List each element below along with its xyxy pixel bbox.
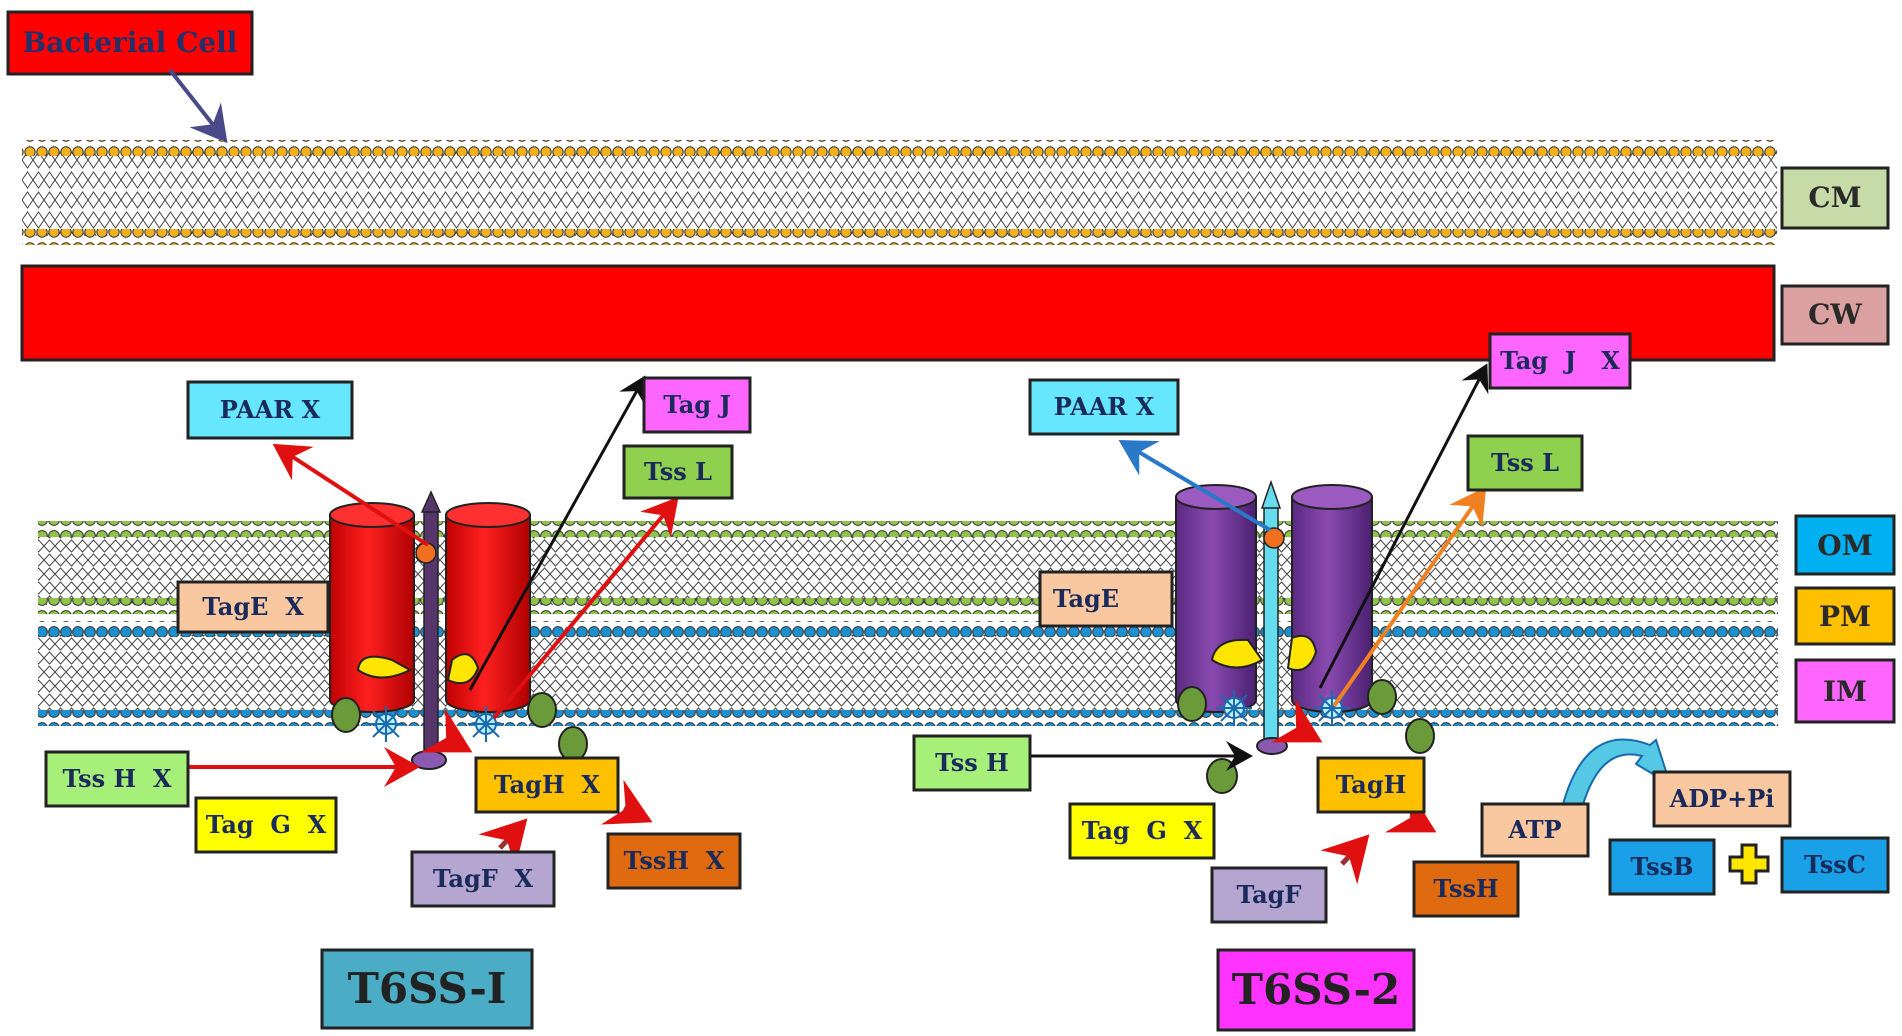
t6ss2-tage-label: TagE: [1038, 570, 1174, 628]
t6ss1-tssh-left-label: Tss H X: [44, 750, 190, 808]
bacterial-cell-text: Bacterial Cell: [23, 26, 238, 59]
svg-text:PM: PM: [1819, 600, 1871, 633]
t6ss2-left-cylinder: [1175, 496, 1257, 713]
cell-wall: [20, 264, 1776, 362]
t6ss1-arrow-tagj: [468, 375, 646, 691]
bacterial-cell-label: Bacterial Cell: [6, 10, 254, 76]
t6ss2-apparatus: [1175, 479, 1435, 794]
svg-text:TssH X: TssH X: [624, 846, 725, 875]
svg-text:TssC: TssC: [1804, 850, 1866, 879]
t6ss2-tagj-label: Tag J X: [1488, 332, 1632, 390]
svg-text:ATP: ATP: [1507, 815, 1561, 844]
t6ss1-arrow-tagf: [478, 818, 528, 869]
t6ss1-tagh-label: TagH X: [474, 756, 620, 814]
t6ss1-paar-label: PAAR X: [186, 380, 354, 440]
t6ss1-arrow-tssl: [492, 496, 679, 720]
t6ss2-tssc-label: TssC: [1780, 836, 1890, 894]
t6ss2-tssh-right-label: TssH: [1412, 860, 1520, 918]
t6ss2-title-label: T6SS-2: [1216, 948, 1416, 1032]
svg-text:Tag G X: Tag G X: [1082, 816, 1203, 845]
svg-text:TagE X: TagE X: [202, 592, 304, 621]
im-label: IM: [1794, 658, 1896, 724]
svg-text:T6SS-I: T6SS-I: [348, 964, 507, 1013]
t6ss2-arrow-paar: [1118, 439, 1272, 532]
svg-text:Tag J X: Tag J X: [1500, 346, 1620, 375]
svg-text:Tag J: Tag J: [663, 390, 731, 419]
t6ss2-tssl-label: Tss L: [1466, 434, 1584, 492]
t6ss2-tssb-label: TssB: [1608, 838, 1716, 896]
t6ss2-tagg-label: Tag G X: [1068, 802, 1216, 860]
t6ss1-arrow-tssh-right: [601, 779, 653, 825]
t6ss1-left-cylinder: [329, 514, 415, 713]
t6ss2-right-cylinder: [1291, 496, 1373, 713]
t6ss1-tssl-label: Tss L: [622, 444, 734, 500]
svg-text:TagE: TagE: [1053, 584, 1119, 613]
im-bilayer: [38, 621, 1778, 726]
om-label: OM: [1794, 514, 1896, 576]
svg-text:Tss L: Tss L: [1491, 448, 1559, 477]
t6ss2-arrow-tagj: [1318, 363, 1489, 689]
t6ss1-tagj-label: Tag J: [642, 376, 752, 434]
t6ss1-tssh-right-label: TssH X: [606, 832, 742, 890]
svg-text:TssH: TssH: [1433, 874, 1498, 903]
cm-label: CM: [1780, 166, 1890, 230]
t6ss1-apparatus: [329, 490, 588, 770]
svg-text:OM: OM: [1817, 529, 1872, 562]
t6ss1-arrow-paar: [272, 443, 430, 547]
svg-text:CM: CM: [1808, 181, 1861, 214]
t6ss2-spike: [1263, 527, 1285, 549]
t6ss1-tagg-label: Tag G X: [194, 796, 338, 854]
svg-text:T6SS-2: T6SS-2: [1232, 965, 1400, 1014]
svg-text:TagF X: TagF X: [433, 864, 534, 893]
svg-text:PAAR X: PAAR X: [1054, 392, 1155, 421]
t6ss2-atp-label: ATP: [1480, 802, 1590, 858]
t6ss2-tagf-label: TagF: [1210, 866, 1328, 924]
svg-text:TagH X: TagH X: [494, 770, 600, 799]
svg-text:Tss L: Tss L: [644, 457, 712, 486]
svg-text:Tss H: Tss H: [935, 748, 1009, 777]
t6ss1-tagf-label: TagF X: [410, 850, 556, 908]
title-pointer-arrow: [168, 68, 228, 144]
svg-text:CW: CW: [1808, 298, 1862, 331]
svg-text:Tag G X: Tag G X: [206, 810, 327, 839]
svg-text:TagH: TagH: [1336, 770, 1407, 799]
svg-text:TssB: TssB: [1631, 852, 1694, 881]
t6ss1-tage-label: TagE X: [176, 580, 330, 634]
plus-icon: [1728, 843, 1770, 885]
svg-text:PAAR X: PAAR X: [220, 395, 321, 424]
t6ss2-arrow-tagf: [1320, 834, 1370, 885]
t6ss2-paar-label: PAAR X: [1028, 378, 1180, 436]
t6ss2-tssh-left-label: Tss H: [912, 734, 1032, 792]
t6ss2-atp-curve-arrow: [1560, 738, 1672, 809]
svg-text:TagF: TagF: [1237, 880, 1302, 909]
t6ss2-arrow-tssh-right: [1384, 788, 1437, 833]
t6ss2-arrow-tssl: [1332, 486, 1487, 708]
cm-bilayer: [22, 140, 1777, 245]
svg-text:IM: IM: [1823, 675, 1867, 708]
svg-text:Tss H X: Tss H X: [62, 764, 171, 793]
t6ss1-title-label: T6SS-I: [320, 948, 534, 1030]
cw-label: CW: [1780, 284, 1890, 346]
pm-label: PM: [1794, 586, 1896, 646]
t6ss2-adp-label: ADP+Pi: [1652, 770, 1792, 828]
svg-text:ADP+Pi: ADP+Pi: [1669, 784, 1775, 813]
t6ss2-tagh-label: TagH: [1316, 756, 1426, 814]
